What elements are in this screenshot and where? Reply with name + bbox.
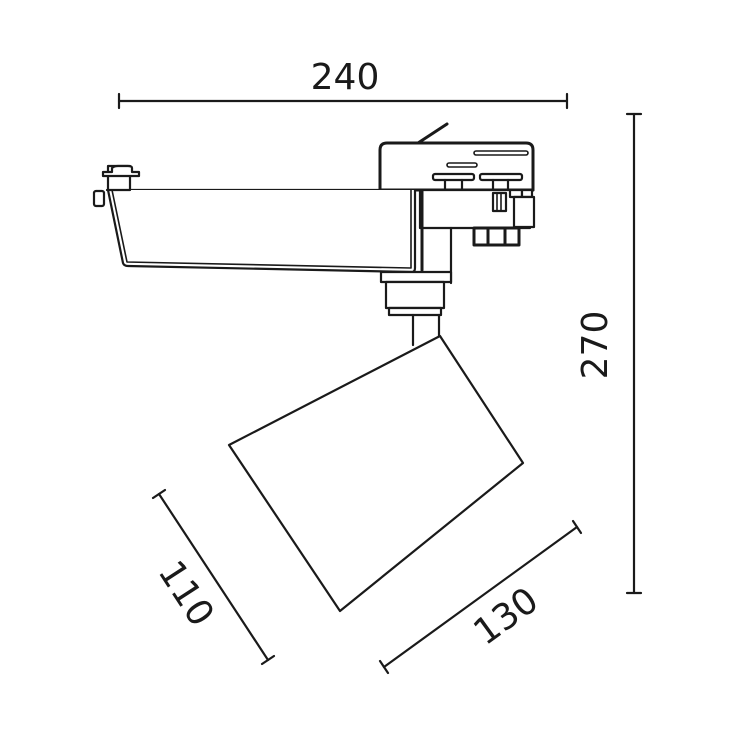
dimension-height: 270 [575, 112, 643, 595]
dimension-head-diameter-label: 110 [150, 554, 222, 634]
dimension-head-length-label: 130 [466, 580, 546, 654]
dimension-height-label: 270 [575, 311, 616, 380]
dimension-width: 240 [117, 57, 569, 110]
dimension-head-diameter: 110 [150, 488, 276, 666]
dimension-width-label: 240 [311, 57, 380, 98]
driver-housing [92, 164, 422, 274]
track-adapter [378, 122, 536, 285]
swivel-joint [379, 270, 453, 347]
lamp-head [227, 334, 525, 613]
